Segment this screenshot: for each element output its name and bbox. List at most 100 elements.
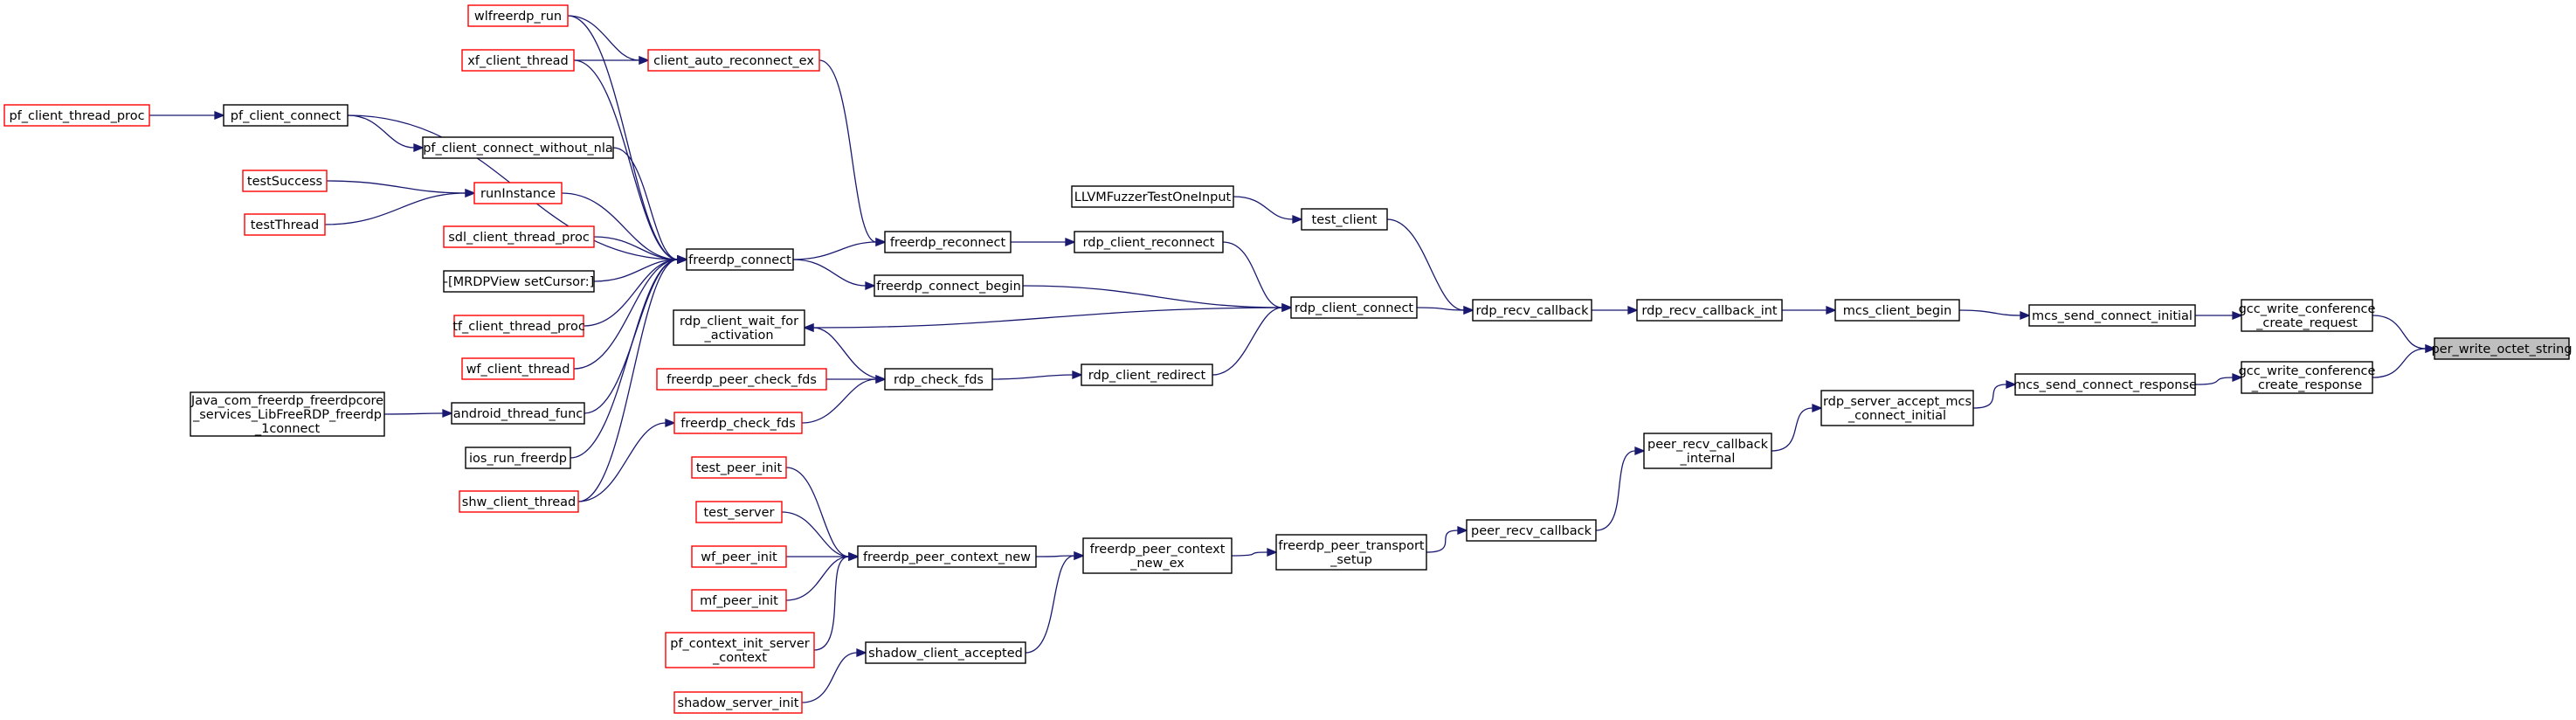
edge-line (1958, 309, 2021, 316)
node-label: pf_context_init_server (670, 637, 810, 651)
arrowhead (442, 409, 453, 418)
node-box (422, 136, 614, 159)
node-rdp_client_wait_for_activation[interactable]: rdp_client_wait_for_activation (673, 309, 805, 346)
arrowhead (1457, 526, 1468, 535)
node-box (190, 391, 385, 437)
node-ios_run_freerdp[interactable]: ios_run_freerdp (465, 447, 571, 469)
node-shadow_server_init[interactable]: shadow_server_init (673, 691, 803, 714)
node-freerdp_check_fds[interactable]: freerdp_check_fds (673, 412, 803, 434)
node-shw_client_thread[interactable]: shw_client_thread (459, 490, 579, 513)
node-label: rdp_client_wait_for (680, 315, 798, 329)
node-label: shadow_client_accepted (868, 647, 1023, 661)
arrowhead (677, 255, 688, 264)
node-pf_context_init_server_context[interactable]: pf_context_init_server_context (665, 632, 815, 668)
node-rdp_client_reconnect[interactable]: rdp_client_reconnect (1074, 231, 1224, 253)
edge-mf_peer_init-to-freerdp_peer_context_new (785, 552, 860, 601)
node-rdp_recv_callback_int[interactable]: rdp_recv_callback_int (1636, 299, 1783, 322)
node-rdp_server_accept_mcs_connect_initial[interactable]: rdp_server_accept_mcs_connect_initial (1820, 390, 1974, 426)
node-test_server[interactable]: test_server (695, 501, 783, 523)
node-box (691, 545, 787, 568)
node-box (1301, 208, 1388, 231)
node-shadow_client_accepted[interactable]: shadow_client_accepted (865, 641, 1026, 664)
node-gcc_write_conference_create_request[interactable]: gcc_write_conference_create_request (2239, 299, 2376, 332)
edge-gcc_write_conference_create_response-to-per_write_octet_string (2372, 344, 2436, 378)
node-wf_client_thread[interactable]: wf_client_thread (461, 357, 575, 380)
node-pf_client_thread_proc[interactable]: pf_client_thread_proc (3, 104, 150, 127)
node-box (453, 315, 584, 337)
node-per_write_octet_string[interactable]: per_write_octet_string (2431, 337, 2573, 360)
node-testSuccess[interactable]: testSuccess (242, 170, 328, 192)
node-mcs_send_connect_initial[interactable]: mcs_send_connect_initial (2028, 304, 2196, 327)
arrowhead (1634, 447, 1646, 455)
node-tf_client_thread_proc[interactable]: tf_client_thread_proc (452, 315, 585, 337)
edge-freerdp_connect-to-freerdp_connect_begin (792, 259, 876, 290)
edge-rdp_client_reconnect-to-rdp_client_connect (1222, 241, 1293, 312)
node-android_thread_func[interactable]: android_thread_func (451, 402, 585, 425)
node-freerdp_connect_begin[interactable]: freerdp_connect_begin (874, 274, 1024, 297)
node-runInstance[interactable]: runInstance (473, 182, 563, 204)
node-mf_peer_init[interactable]: mf_peer_init (691, 589, 787, 612)
node-label: freerdp_check_fds (680, 417, 796, 431)
node-client_auto_reconnect_ex[interactable]: client_auto_reconnect_ex (647, 49, 820, 72)
edge-line (561, 192, 679, 260)
node-Java_com_freerdp_freerdpcore_services_LibFreeRDP_freerdp_1connect[interactable]: Java_com_freerdp_freerdpcore_services_Li… (190, 391, 385, 437)
node-gcc_write_conference_create_response[interactable]: gcc_write_conference_create_response (2239, 361, 2376, 394)
node-box (467, 4, 569, 27)
node-label: _setup (1329, 553, 1372, 567)
node-MRDPView_setCursor[interactable]: -[MRDPView setCursor:] (443, 270, 595, 293)
node-freerdp_peer_transport_setup[interactable]: freerdp_peer_transport_setup (1275, 534, 1427, 571)
node-freerdp_reconnect[interactable]: freerdp_reconnect (884, 231, 1012, 253)
edge-line (2372, 348, 2427, 378)
node-mcs_client_begin[interactable]: mcs_client_begin (1834, 299, 1960, 322)
node-wlfreerdp_run[interactable]: wlfreerdp_run (467, 4, 569, 27)
node-testThread[interactable]: testThread (244, 213, 326, 236)
node-pf_client_connect_without_nla[interactable]: pf_client_connect_without_nla (422, 136, 614, 159)
node-rdp_recv_callback[interactable]: rdp_recv_callback (1472, 299, 1592, 322)
node-box (461, 357, 575, 380)
edge-mcs_send_connect_initial-to-gcc_write_conference_create_request (2195, 311, 2243, 320)
node-label: shw_client_thread (462, 495, 576, 509)
arrowhead (848, 552, 860, 561)
node-rdp_client_connect[interactable]: rdp_client_connect (1290, 296, 1418, 319)
edge-peer_recv_callback_internal-to-rdp_server_accept_mcs_connect_initial (1771, 404, 1823, 452)
node-peer_recv_callback[interactable]: peer_recv_callback (1466, 519, 1597, 542)
node-label: freerdp_peer_transport (1278, 539, 1425, 553)
edge-test_peer_init-to-freerdp_peer_context_new (785, 467, 860, 561)
node-label: mcs_send_connect_response (2013, 378, 2197, 392)
node-test_peer_init[interactable]: test_peer_init (691, 456, 787, 479)
node-test_client[interactable]: test_client (1301, 208, 1388, 231)
node-label: test_server (704, 506, 775, 520)
edge-line (570, 259, 679, 459)
edge-line (1231, 551, 1268, 557)
edge-line (1771, 407, 1813, 452)
node-label: _connect_initial (1847, 409, 1946, 423)
arrowhead (2020, 311, 2031, 320)
node-rdp_check_fds[interactable]: rdp_check_fds (884, 368, 993, 391)
node-xf_client_thread[interactable]: xf_client_thread (461, 49, 575, 72)
node-freerdp_peer_check_fds[interactable]: freerdp_peer_check_fds (656, 368, 827, 391)
node-LLVMFuzzerTestOneInput[interactable]: LLVMFuzzerTestOneInput (1071, 185, 1234, 208)
node-label: freerdp_connect_begin (876, 280, 1021, 294)
node-box (1290, 296, 1418, 319)
node-peer_recv_callback_internal[interactable]: peer_recv_callback_internal (1643, 433, 1772, 469)
node-pf_client_connect[interactable]: pf_client_connect (223, 104, 349, 127)
node-label: _context (712, 651, 767, 665)
node-freerdp_peer_context_new_ex[interactable]: freerdp_peer_context_new_ex (1082, 537, 1233, 574)
node-wf_peer_init[interactable]: wf_peer_init (691, 545, 787, 568)
node-label: _create_request (2255, 316, 2358, 330)
edge-line (1972, 384, 2007, 409)
edge-line (383, 412, 444, 415)
arrowhead (639, 56, 650, 65)
node-box (2241, 299, 2373, 332)
node-label: shadow_server_init (678, 696, 799, 710)
node-freerdp_peer_context_new[interactable]: freerdp_peer_context_new (857, 545, 1037, 568)
node-freerdp_connect[interactable]: freerdp_connect (686, 248, 794, 271)
node-sdl_client_thread_proc[interactable]: sdl_client_thread_proc (443, 225, 595, 248)
edge-line (583, 259, 679, 327)
node-label: freerdp_peer_context (1090, 543, 1226, 557)
node-box (2241, 361, 2373, 394)
node-mcs_send_connect_response[interactable]: mcs_send_connect_response (2013, 373, 2197, 396)
node-box (1472, 299, 1592, 322)
node-box (473, 182, 563, 204)
node-rdp_client_redirect[interactable]: rdp_client_redirect (1081, 363, 1213, 386)
